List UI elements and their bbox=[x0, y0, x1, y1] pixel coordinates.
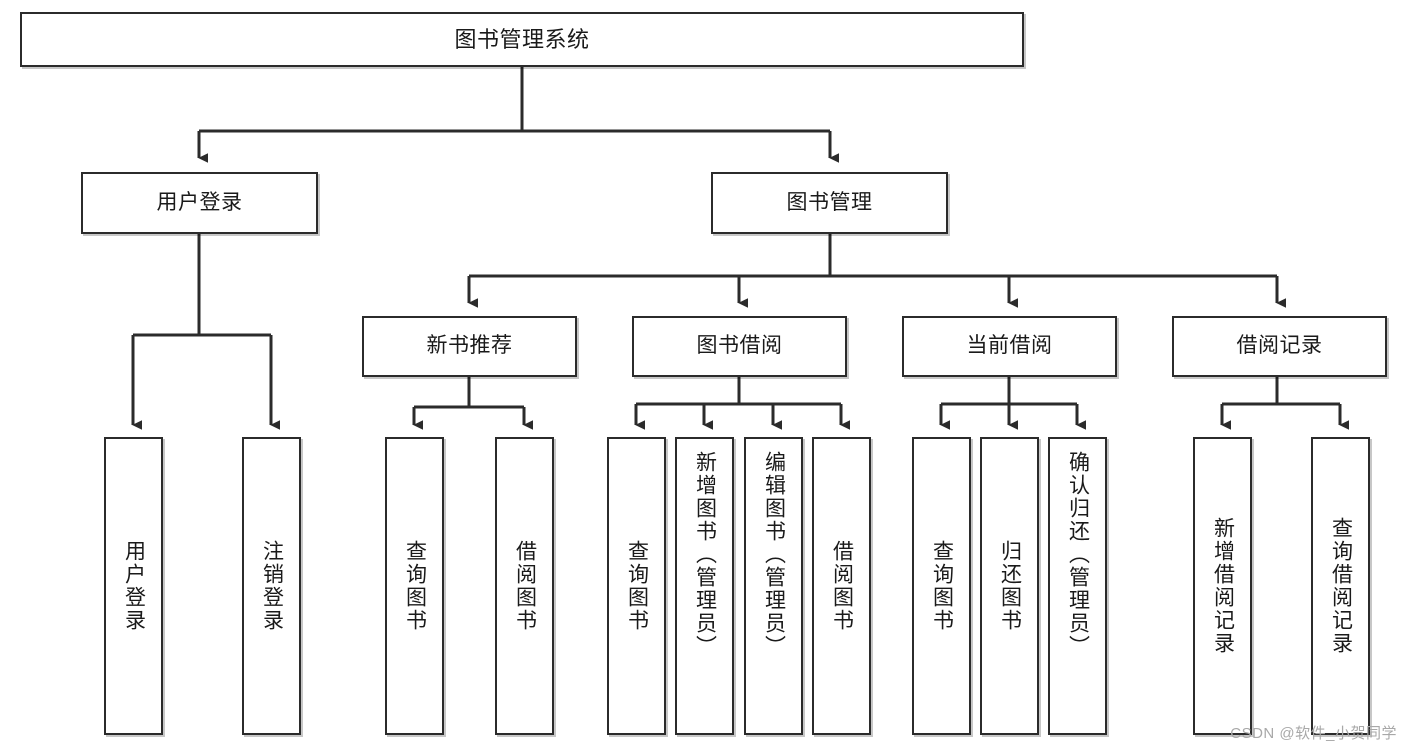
node-label: 借阅图书 bbox=[513, 540, 537, 632]
leaf-confirm-return-admin[interactable]: 确认归还（管理员） bbox=[1048, 437, 1107, 735]
node-label: 归还图书 bbox=[998, 540, 1022, 632]
leaf-logout[interactable]: 注销登录 bbox=[242, 437, 301, 735]
leaf-query-borrow-record[interactable]: 查询借阅记录 bbox=[1311, 437, 1370, 735]
node-new-book-recommend[interactable]: 新书推荐 bbox=[362, 316, 577, 377]
node-label: 确认归还（管理员） bbox=[1066, 451, 1090, 658]
node-label: 查询图书 bbox=[930, 540, 954, 632]
node-label: 新书推荐 bbox=[426, 334, 513, 358]
node-label: 图书管理 bbox=[786, 190, 873, 214]
leaf-add-book-admin[interactable]: 新增图书（管理员） bbox=[675, 437, 734, 735]
leaf-query-book-recommend[interactable]: 查询图书 bbox=[385, 437, 444, 735]
node-user-login[interactable]: 用户登录 bbox=[81, 172, 318, 234]
node-root-book-management-system[interactable]: 图书管理系统 bbox=[20, 12, 1024, 67]
node-borrow-record[interactable]: 借阅记录 bbox=[1172, 316, 1387, 377]
leaf-borrow-book[interactable]: 借阅图书 bbox=[812, 437, 871, 735]
node-book-borrow[interactable]: 图书借阅 bbox=[632, 316, 847, 377]
node-current-borrow[interactable]: 当前借阅 bbox=[902, 316, 1117, 377]
node-label: 新增借阅记录 bbox=[1211, 517, 1235, 655]
node-label: 注销登录 bbox=[260, 540, 284, 632]
leaf-add-borrow-record[interactable]: 新增借阅记录 bbox=[1193, 437, 1252, 735]
csdn-watermark: CSDN @软件_小贺同学 bbox=[1230, 725, 1397, 742]
node-book-management[interactable]: 图书管理 bbox=[711, 172, 948, 234]
leaf-query-book-borrow[interactable]: 查询图书 bbox=[607, 437, 666, 735]
node-label: 查询图书 bbox=[403, 540, 427, 632]
leaf-query-book-current[interactable]: 查询图书 bbox=[912, 437, 971, 735]
leaf-user-login[interactable]: 用户登录 bbox=[104, 437, 163, 735]
node-label: 借阅记录 bbox=[1236, 334, 1323, 358]
node-label: 用户登录 bbox=[122, 540, 146, 632]
node-label: 编辑图书（管理员） bbox=[762, 451, 786, 658]
node-label: 图书借阅 bbox=[696, 334, 783, 358]
leaf-return-book[interactable]: 归还图书 bbox=[980, 437, 1039, 735]
leaf-borrow-book-recommend[interactable]: 借阅图书 bbox=[495, 437, 554, 735]
node-label: 用户登录 bbox=[156, 190, 243, 214]
node-label: 图书管理系统 bbox=[454, 26, 590, 52]
node-label: 当前借阅 bbox=[966, 334, 1053, 358]
leaf-edit-book-admin[interactable]: 编辑图书（管理员） bbox=[744, 437, 803, 735]
node-label: 新增图书（管理员） bbox=[693, 451, 717, 658]
node-label: 查询图书 bbox=[625, 540, 649, 632]
node-label: 查询借阅记录 bbox=[1329, 517, 1353, 655]
node-label: 借阅图书 bbox=[830, 540, 854, 632]
